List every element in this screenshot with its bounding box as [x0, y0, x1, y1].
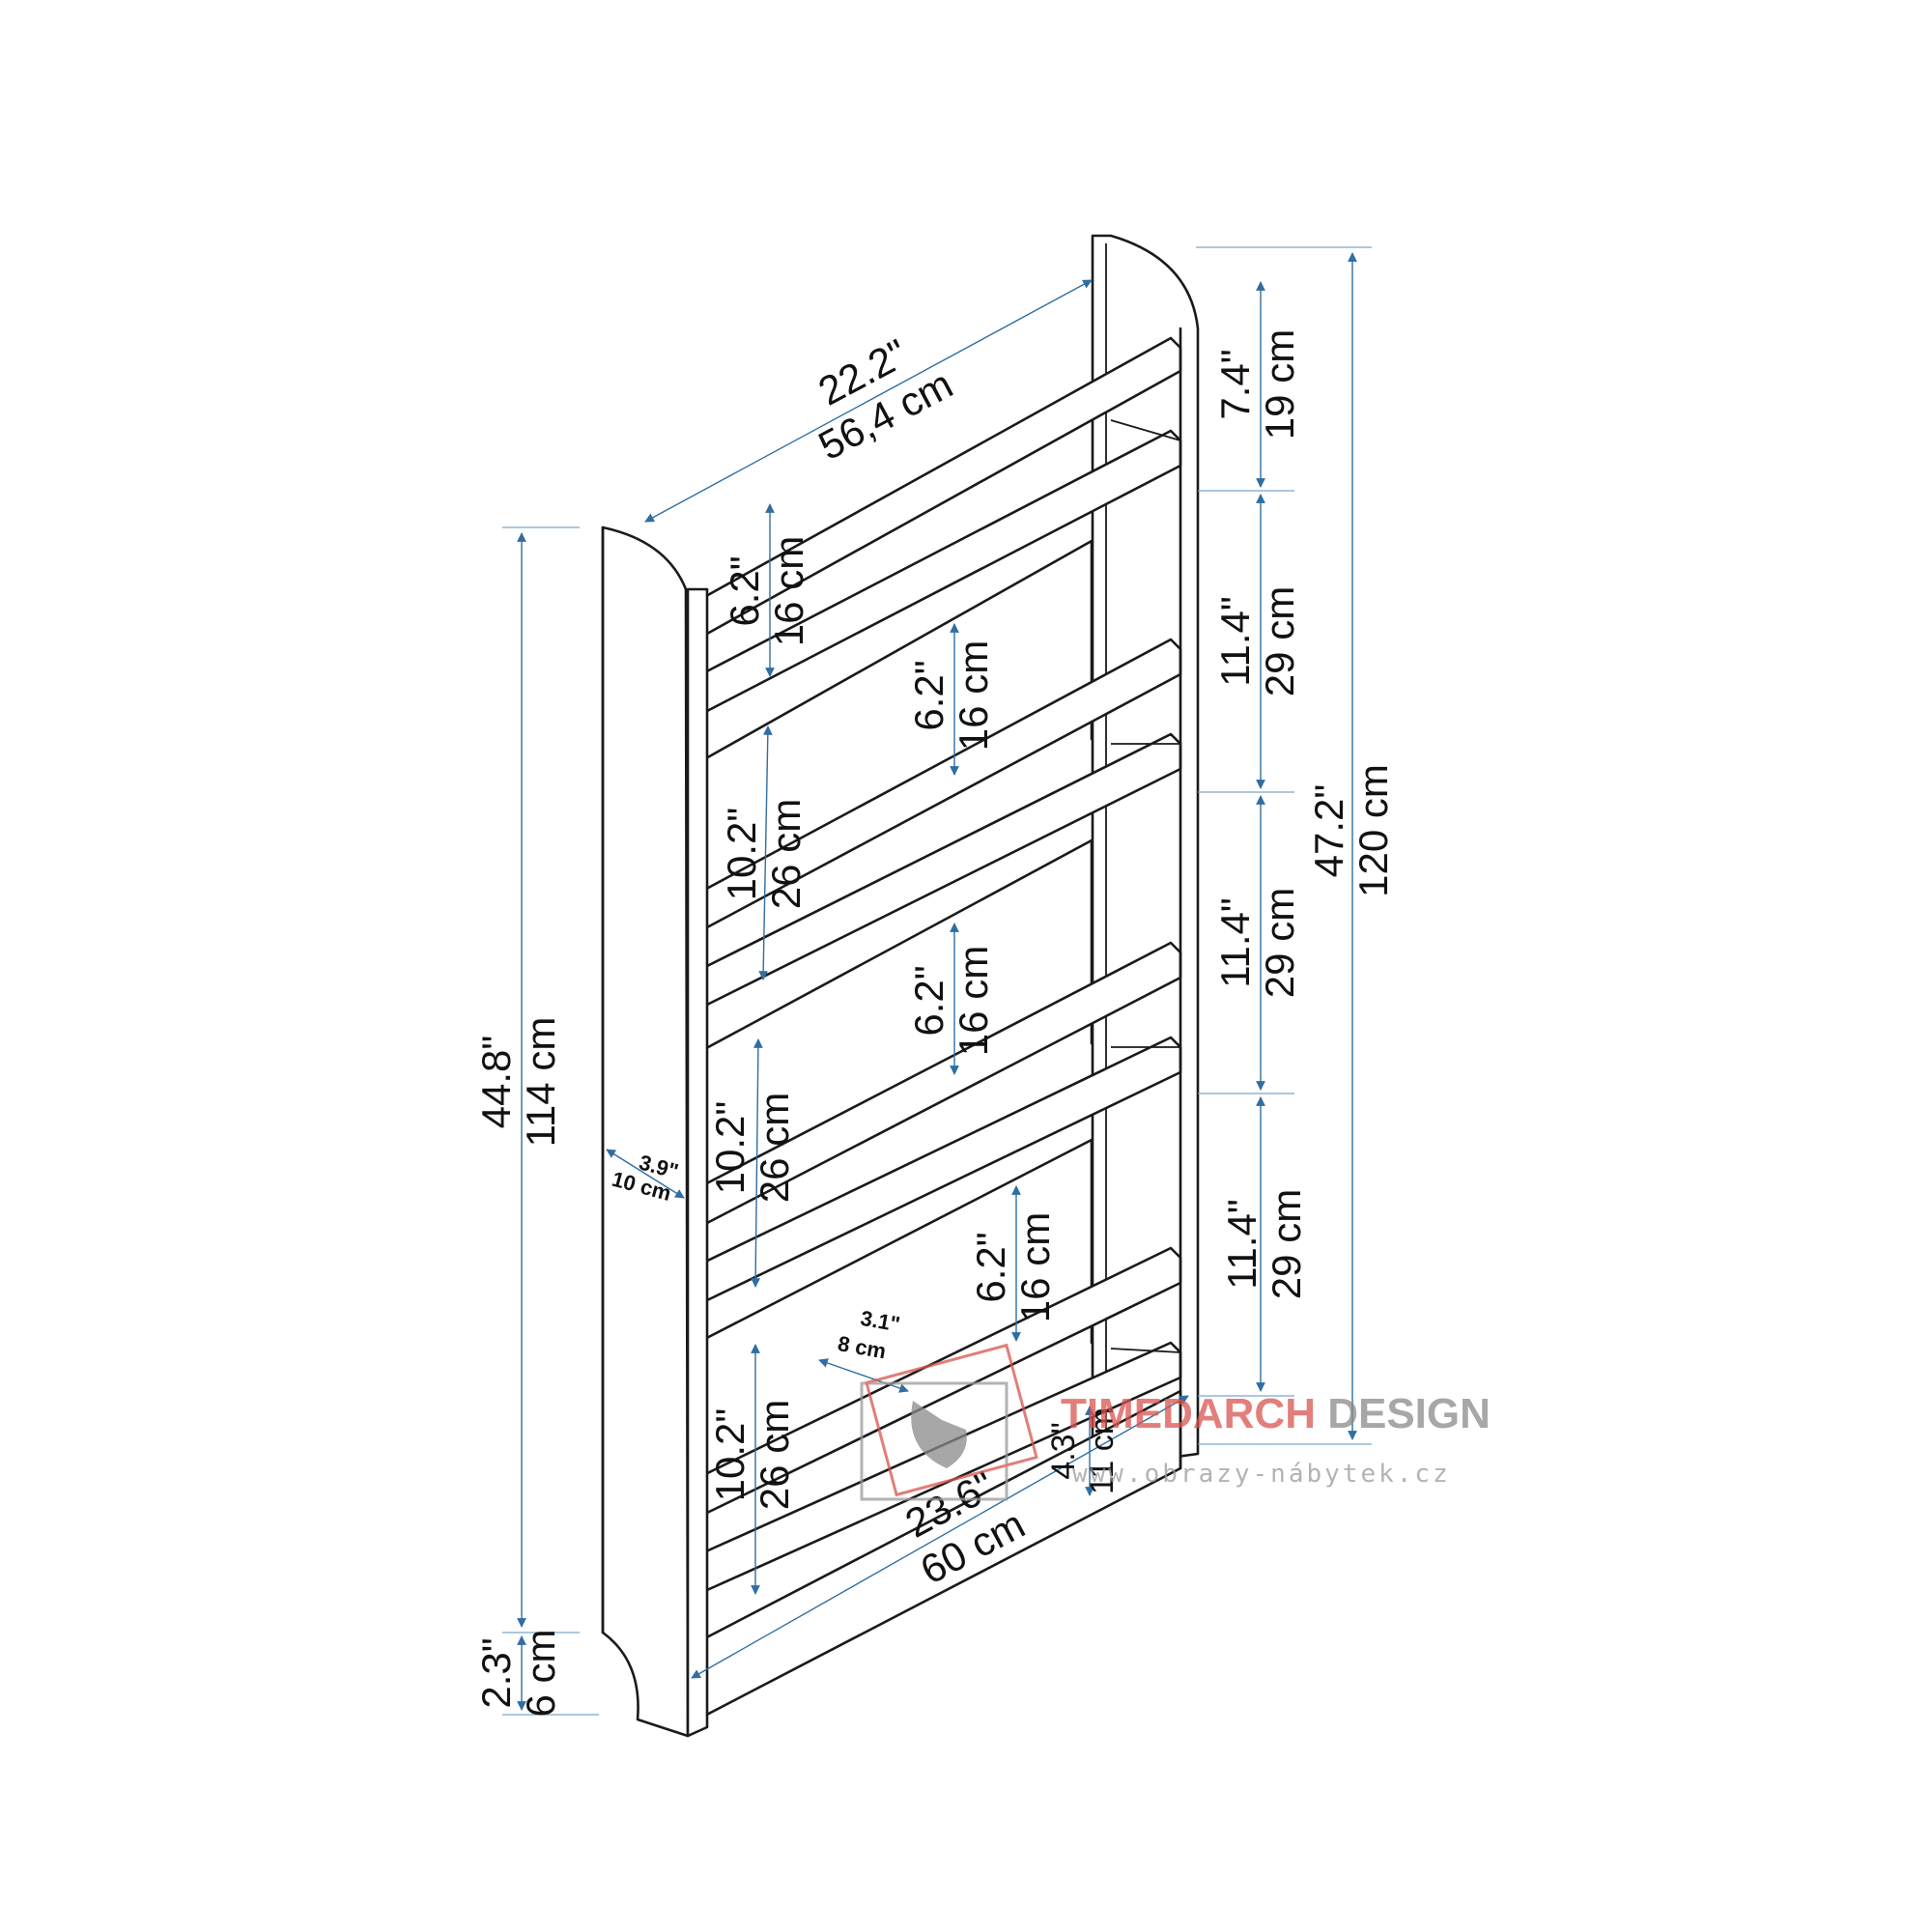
bottom-gap-cm: 11 cm	[1084, 1407, 1121, 1494]
shelf-depth-cm: 8 cm	[836, 1331, 888, 1363]
bay-1-cm: 26 cm	[763, 799, 809, 909]
foot-height-cm: 6 cm	[518, 1629, 563, 1717]
ledge-3-in: 6.2"	[906, 965, 952, 1036]
left-side-panel	[601, 526, 690, 1738]
bay-line-2	[751, 1038, 763, 1288]
shelf-depth-in: 3.1"	[859, 1306, 902, 1337]
top-space-cm: 19 cm	[1257, 329, 1302, 440]
total-height-in: 47.2"	[1306, 784, 1351, 878]
bay-3-cm: 26 cm	[752, 1400, 797, 1510]
side-depth-line	[606, 1149, 685, 1199]
ledge-2-cm: 16 cm	[951, 640, 996, 751]
ledge-1-cm: 16 cm	[766, 536, 811, 646]
bay-2-in: 10.2"	[707, 1101, 753, 1195]
ledge-2-in: 6.2"	[906, 660, 952, 730]
spacing-1-cm: 29 cm	[1257, 586, 1302, 696]
foot-height-in: 2.3"	[473, 1637, 519, 1708]
spacing-3-cm: 29 cm	[1264, 1189, 1309, 1299]
total-width-line	[644, 279, 1093, 523]
ledge-3-cm: 16 cm	[951, 946, 996, 1056]
bay-3-in: 10.2"	[707, 1408, 753, 1502]
watermark-brand: TIMEDARCH DESIGN	[1061, 1390, 1491, 1437]
bay-2-cm: 26 cm	[752, 1093, 797, 1203]
spacing-2-in: 11.4"	[1212, 897, 1258, 988]
bay-line-1	[758, 725, 773, 980]
bottom-gap-in: 4.3"	[1045, 1422, 1082, 1479]
side-height-cm: 114 cm	[518, 1017, 563, 1148]
spacing-2-cm: 29 cm	[1257, 888, 1302, 998]
bay-1-in: 10.2"	[719, 808, 764, 901]
spacing-1-in: 11.4"	[1212, 596, 1258, 687]
spacing-3-in: 11.4"	[1219, 1199, 1264, 1290]
top-space-in: 7.4"	[1212, 349, 1258, 419]
base-width-line	[691, 1395, 1189, 1679]
chair-logo-icon	[860, 1343, 1038, 1501]
total-height-cm: 120 cm	[1350, 764, 1396, 897]
right-side-panel	[1091, 234, 1200, 1470]
watermark-url: www.obrazy-nábytek.cz	[1072, 1460, 1451, 1489]
ledge-4-cm: 16 cm	[1012, 1212, 1058, 1322]
dimension-lines	[502, 246, 1372, 1716]
ledge-4-in: 6.2"	[968, 1232, 1013, 1302]
side-height-in: 44.8"	[473, 1036, 519, 1129]
watermark: TIMEDARCH DESIGN www.obrazy-nábytek.cz	[860, 1343, 1491, 1501]
shelf-depth-line	[818, 1358, 909, 1393]
ledge-1-in: 6.2"	[722, 555, 767, 626]
dimension-labels: 22.2" 56,4 cm 23.6" 60 cm 44.8" 114 cm 2…	[473, 329, 1396, 1718]
